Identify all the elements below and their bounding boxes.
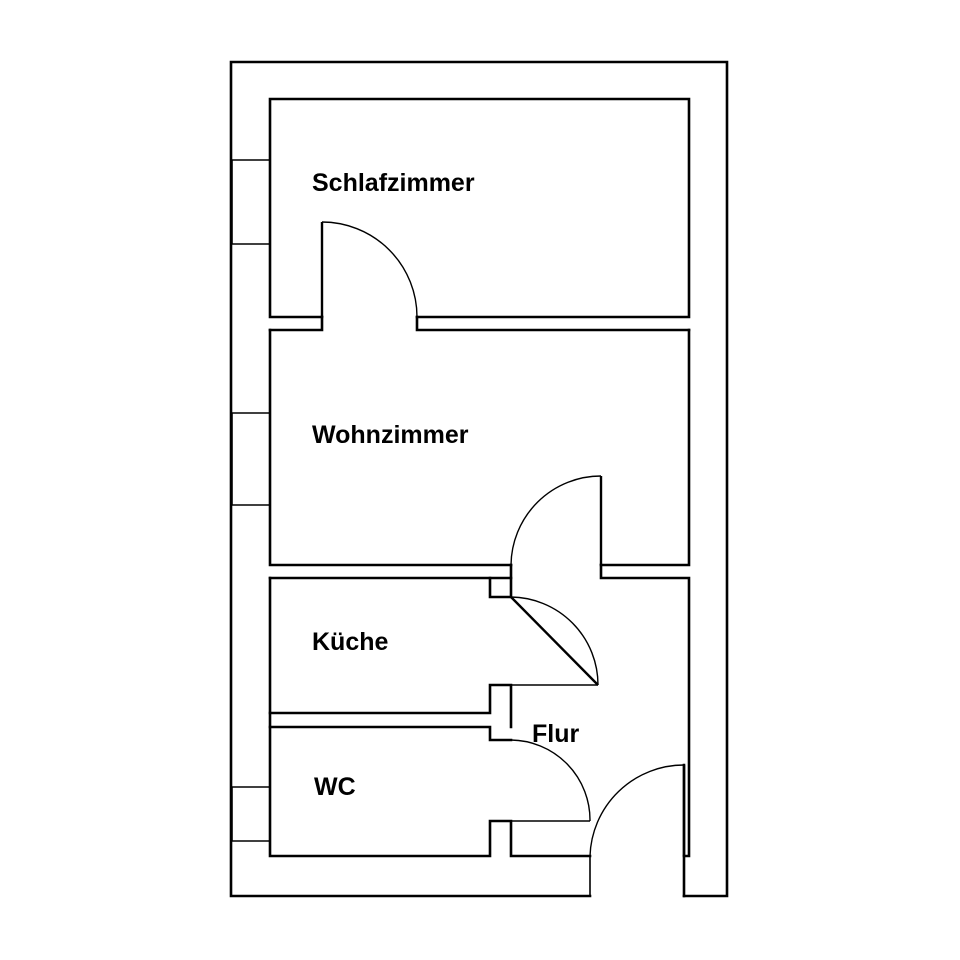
kueche-walls — [268, 576, 513, 729]
partition-wall-upper — [268, 315, 324, 332]
window-wohnzimmer — [231, 412, 270, 506]
door-kueche — [510, 596, 599, 686]
room-label-schlafzimmer: Schlafzimmer — [312, 169, 475, 197]
window-schlafzimmer — [231, 159, 270, 245]
wc-walls — [268, 725, 592, 858]
room-label-wc: WC — [314, 773, 356, 801]
door-schlafzimmer — [320, 221, 418, 318]
door-wohnzimmer — [510, 475, 603, 566]
schlafzimmer-walls — [268, 97, 691, 319]
hall-wall-right — [599, 563, 691, 858]
room-label-wohnzimmer: Wohnzimmer — [312, 421, 469, 449]
room-label-flur: Flur — [532, 720, 579, 748]
window-wc — [231, 786, 270, 842]
door-wc — [510, 739, 591, 822]
outer-wall — [229, 60, 729, 898]
partition-wall-upper-right — [415, 315, 691, 332]
door-entrance — [589, 764, 686, 896]
wohnzimmer-walls — [268, 328, 691, 567]
partition-wall-lower — [268, 711, 513, 742]
room-label-kueche: Küche — [312, 628, 389, 656]
